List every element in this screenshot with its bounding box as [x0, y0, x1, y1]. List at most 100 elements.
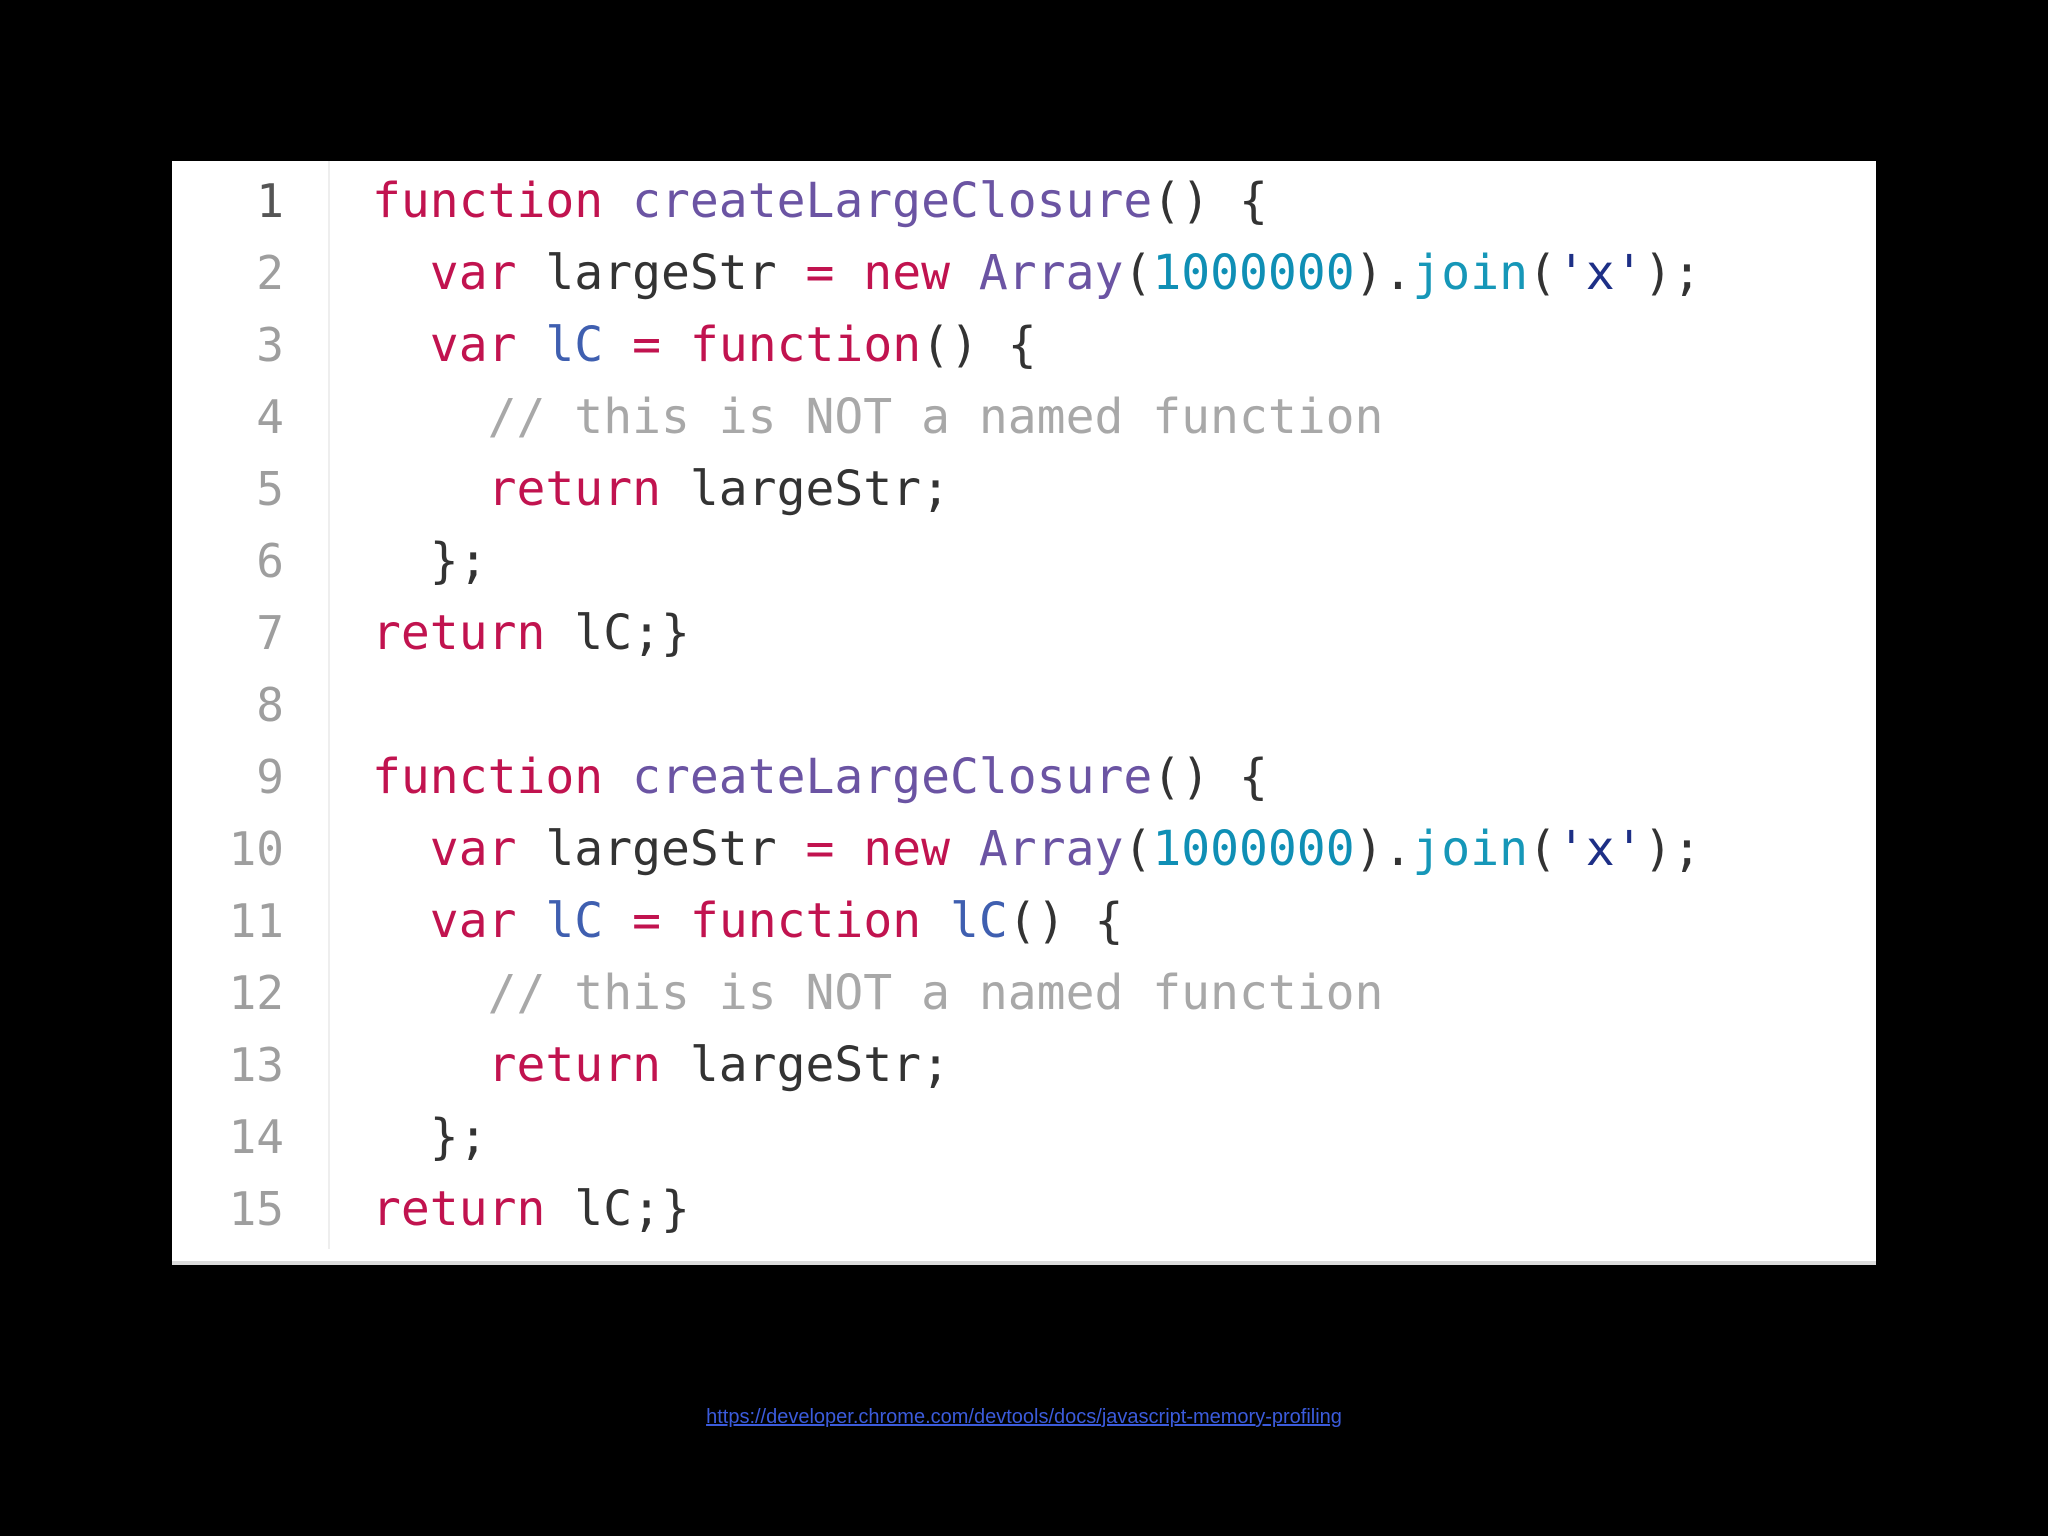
code-token: [372, 1037, 488, 1093]
code-line[interactable]: return lC;}: [372, 1173, 690, 1245]
code-token: largeStr;: [660, 1037, 950, 1093]
line-number: 14: [228, 1110, 284, 1164]
code-token: [517, 317, 546, 373]
line-number: 5: [256, 462, 284, 516]
code-token: join: [1412, 245, 1528, 301]
code-line[interactable]: function createLargeClosure() {: [372, 741, 1268, 813]
code-token: return: [372, 605, 546, 661]
code-token: Array: [978, 821, 1124, 877]
code-line[interactable]: return largeStr;: [372, 453, 950, 525]
code-line[interactable]: // this is NOT a named function: [372, 957, 1384, 1029]
code-token: [372, 461, 488, 517]
line-number: 9: [256, 750, 284, 804]
code-token: var: [429, 893, 517, 949]
line-number: 6: [256, 534, 284, 588]
code-token: =: [632, 317, 662, 373]
code-token: lC: [545, 317, 604, 373]
code-token: [372, 389, 488, 445]
code-line[interactable]: var largeStr = new Array(1000000).join('…: [372, 813, 1702, 885]
code-token: new: [863, 245, 950, 301]
code-token: =: [805, 821, 835, 877]
code-token: return: [372, 1181, 546, 1237]
code-token: new: [863, 821, 950, 877]
code-token: [950, 245, 979, 301]
code-token: lC;}: [545, 1181, 690, 1237]
code-token: join: [1412, 821, 1528, 877]
line-number: 13: [228, 1038, 284, 1092]
code-line[interactable]: function createLargeClosure() {: [372, 165, 1268, 237]
code-token: (: [1528, 821, 1557, 877]
code-line[interactable]: };: [372, 1101, 488, 1173]
code-token: createLargeClosure: [632, 749, 1153, 805]
source-link[interactable]: https://developer.chrome.com/devtools/do…: [706, 1406, 1342, 1428]
code-token: 1000000: [1152, 245, 1355, 301]
code-token: () {: [1152, 173, 1268, 229]
code-line[interactable]: return largeStr;: [372, 1029, 950, 1101]
line-number: 3: [256, 318, 284, 372]
code-token: [834, 245, 863, 301]
code-token: // this is NOT a named function: [487, 965, 1384, 1021]
code-token: };: [372, 533, 488, 589]
code-token: 1000000: [1152, 821, 1355, 877]
code-token: [603, 317, 632, 373]
code-token: [372, 245, 430, 301]
code-token: (: [1528, 245, 1557, 301]
code-token: (: [1123, 245, 1153, 301]
code-token: [661, 893, 690, 949]
code-token: var: [429, 821, 517, 877]
code-token: lC: [950, 893, 1008, 949]
line-number: 2: [256, 246, 284, 300]
line-number: 12: [228, 966, 284, 1020]
code-line[interactable]: var lC = function lC() {: [372, 885, 1124, 957]
code-token: var: [429, 245, 517, 301]
code-token: lC: [545, 893, 604, 949]
code-token: [921, 893, 950, 949]
code-token: [372, 893, 430, 949]
code-line[interactable]: var largeStr = new Array(1000000).join('…: [372, 237, 1702, 309]
code-line[interactable]: return lC;}: [372, 597, 690, 669]
code-token: );: [1643, 245, 1702, 301]
code-token: [950, 821, 979, 877]
code-token: =: [632, 893, 662, 949]
code-token: largeStr;: [660, 461, 950, 517]
code-token: return: [487, 461, 661, 517]
code-token: =: [805, 245, 835, 301]
code-token: function: [689, 317, 922, 373]
code-token: 'x': [1556, 821, 1644, 877]
code-token: [603, 749, 632, 805]
code-token: () {: [921, 317, 1037, 373]
line-number: 7: [256, 606, 284, 660]
code-line[interactable]: // this is NOT a named function: [372, 381, 1384, 453]
code-token: (: [1123, 821, 1153, 877]
code-token: createLargeClosure: [632, 173, 1153, 229]
code-token: // this is NOT a named function: [487, 389, 1384, 445]
code-line[interactable]: var lC = function() {: [372, 309, 1037, 381]
code-token: lC;}: [545, 605, 690, 661]
code-area[interactable]: function createLargeClosure() { var larg…: [372, 161, 1876, 1249]
code-token: Array: [978, 245, 1124, 301]
code-token: [661, 317, 690, 373]
code-token: [603, 173, 632, 229]
line-number: 8: [256, 678, 284, 732]
line-number: 1: [256, 174, 284, 228]
code-token: function: [372, 173, 604, 229]
code-token: function: [689, 893, 922, 949]
code-token: [517, 893, 546, 949]
code-token: ).: [1354, 821, 1413, 877]
code-token: );: [1643, 821, 1702, 877]
line-number: 10: [228, 822, 284, 876]
code-line[interactable]: };: [372, 525, 488, 597]
code-token: [372, 965, 488, 1021]
code-token: largeStr: [516, 245, 806, 301]
code-token: [372, 821, 430, 877]
code-token: [834, 821, 863, 877]
line-number: 15: [228, 1182, 284, 1236]
line-number: 4: [256, 390, 284, 444]
code-token: 'x': [1556, 245, 1644, 301]
code-token: function: [372, 749, 604, 805]
code-token: };: [372, 1109, 488, 1165]
code-token: () {: [1152, 749, 1268, 805]
code-token: [372, 317, 430, 373]
